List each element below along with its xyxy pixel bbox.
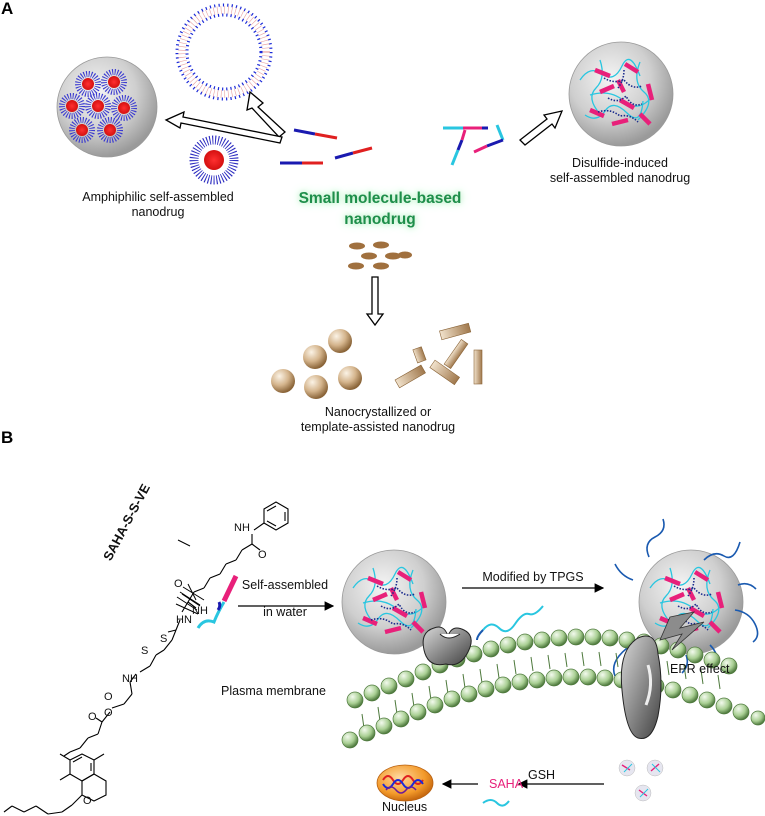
nano-line1: Nanocrystallized or [324,405,432,419]
lightning-icon [659,611,705,651]
panel-a-label: A [1,0,14,18]
center-title: Small molecule-based nanodrug [270,188,490,230]
atom-o-top: O [258,549,267,561]
disulfide-line2: self-assembled nanodrug [549,171,691,185]
micelle-cluster-icon [56,56,158,158]
disulfide-caption: Disulfide-induced self-assembled nanodru… [540,156,700,186]
nucleus-label: Nucleus [382,800,428,814]
drug-particles-icon [348,241,412,270]
nanocrystal-rods-icon [394,322,483,389]
amphiphilic-line1: Amphiphilic self-assembled [82,190,234,204]
membrane-label: Plasma membrane [221,684,326,698]
dashed-bonds [175,539,201,615]
disulfide-nanodrug-icon [568,41,674,147]
gsh-label: GSH [528,768,556,782]
hollow-arrow-down [365,276,385,327]
center-title-line2: nanodrug [344,211,416,228]
amphiphilic-line2: nanodrug [131,205,185,219]
atom-nh-top: NH [234,522,250,534]
tpgs-icon [476,605,544,641]
atom-o-ring2: O [104,707,113,719]
hollow-arrow-left [164,110,283,144]
liposome-icon [175,3,273,101]
membrane-protein-icon [422,626,472,666]
hollow-arrow-right [519,110,564,146]
center-title-line1: Small molecule-based [298,190,462,207]
released-nanodrug-icon [618,759,664,802]
step1-line2: in water [263,605,307,619]
disulfide-rods-icon [443,124,505,166]
atom-o-ring3: O [83,795,92,807]
atom-o-mid: O [174,578,183,590]
step1-caption: Self-assembled in water [240,578,330,620]
nano-line2: template-assisted nanodrug [300,420,456,434]
atom-hn: HN [176,614,192,626]
epr-label: EPR effect [670,662,730,676]
saha-label: SAHA [489,777,524,791]
atom-nh-mid: NH [192,605,208,617]
assembly-lines-icon [176,586,205,611]
atom-s1: S [160,633,168,645]
atom-nh-low: NH [122,673,138,685]
atom-s2: S [141,645,149,657]
amphiphilic-caption: Amphiphilic self-assembled nanodrug [58,190,258,220]
step2-caption: Modified by TPGS [482,570,584,584]
disulfide-line1: Disulfide-induced [572,156,668,170]
atom-o-low: O [104,691,113,703]
step1-line1: Self-assembled [241,578,329,592]
nanocrystal-spheres-icon [271,329,362,399]
hollow-arrow-up [246,90,286,138]
channel-protein-icon [620,635,662,740]
panel-b-label: B [1,428,14,447]
micelle-icon [189,135,239,185]
prodrug-rod-icon [196,574,239,629]
amphiphile-rods-icon [280,128,373,165]
nucleus-icon [376,764,434,802]
ve-fragment-icon [482,799,510,807]
nanocrystal-caption: Nanocrystallized or template-assisted na… [283,405,473,435]
saha-s-s-ve-structure [3,501,289,815]
atom-o-ring1: O [88,711,97,723]
